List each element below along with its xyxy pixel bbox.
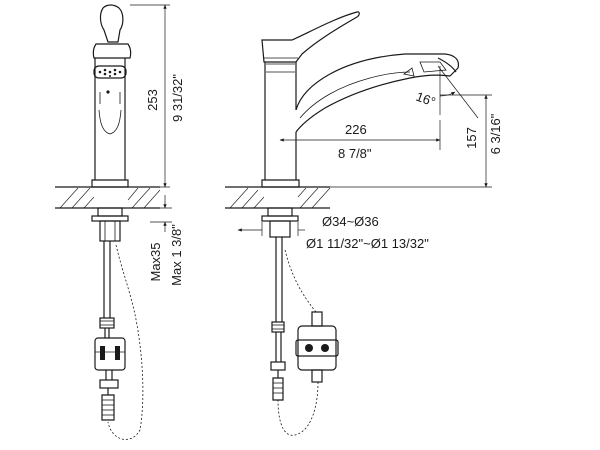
side-body <box>264 62 297 180</box>
front-countertop <box>55 186 161 209</box>
dim-max-thickness: Max35 Max 1 3/8" <box>148 195 184 286</box>
dim-spout-height-mm: 157 <box>464 127 479 149</box>
dim-reach-mm: 226 <box>345 122 367 137</box>
side-countertop <box>225 186 331 209</box>
side-hose-connector <box>270 321 286 401</box>
dim-angle: 16° <box>414 65 479 119</box>
side-spout <box>295 53 460 133</box>
dim-hole: Ø34~Ø36 Ø1 11/32"~Ø1 13/32" <box>237 214 429 251</box>
dim-reach: 226 8 7/8" <box>279 120 441 161</box>
dim-max-in: Max 1 3/8" <box>169 224 184 286</box>
dim-height: 253 9 31/32" <box>130 4 185 188</box>
side-base <box>261 179 300 188</box>
front-body <box>94 58 126 180</box>
front-spray-head <box>93 65 127 94</box>
dim-height-in: 9 31/32" <box>170 74 185 122</box>
side-view: 16° 226 8 7/8" 157 6 3/16" <box>225 11 503 436</box>
side-hose-loop <box>277 249 319 436</box>
side-handle <box>261 11 360 63</box>
dim-hole-in: Ø1 11/32"~Ø1 13/32" <box>306 236 429 251</box>
dim-reach-in: 8 7/8" <box>338 146 372 161</box>
dim-height-mm: 253 <box>145 89 160 111</box>
front-cap <box>92 43 132 59</box>
front-hose-connector <box>94 317 126 421</box>
side-hose-weight <box>295 311 339 383</box>
front-shank <box>91 207 129 318</box>
dim-max-mm: Max35 <box>148 242 163 281</box>
front-handle <box>99 4 124 43</box>
dim-angle-label: 16° <box>414 89 438 110</box>
front-base <box>91 179 129 188</box>
front-view: 253 9 31/32" Max35 Max 1 3/8" <box>55 4 185 440</box>
front-hose-loop <box>107 244 144 440</box>
dim-hole-mm: Ø34~Ø36 <box>322 214 379 229</box>
dim-spout-height-in: 6 3/16" <box>488 113 503 154</box>
dim-spout-height: 157 6 3/16" <box>300 94 503 188</box>
side-shank <box>261 207 299 322</box>
